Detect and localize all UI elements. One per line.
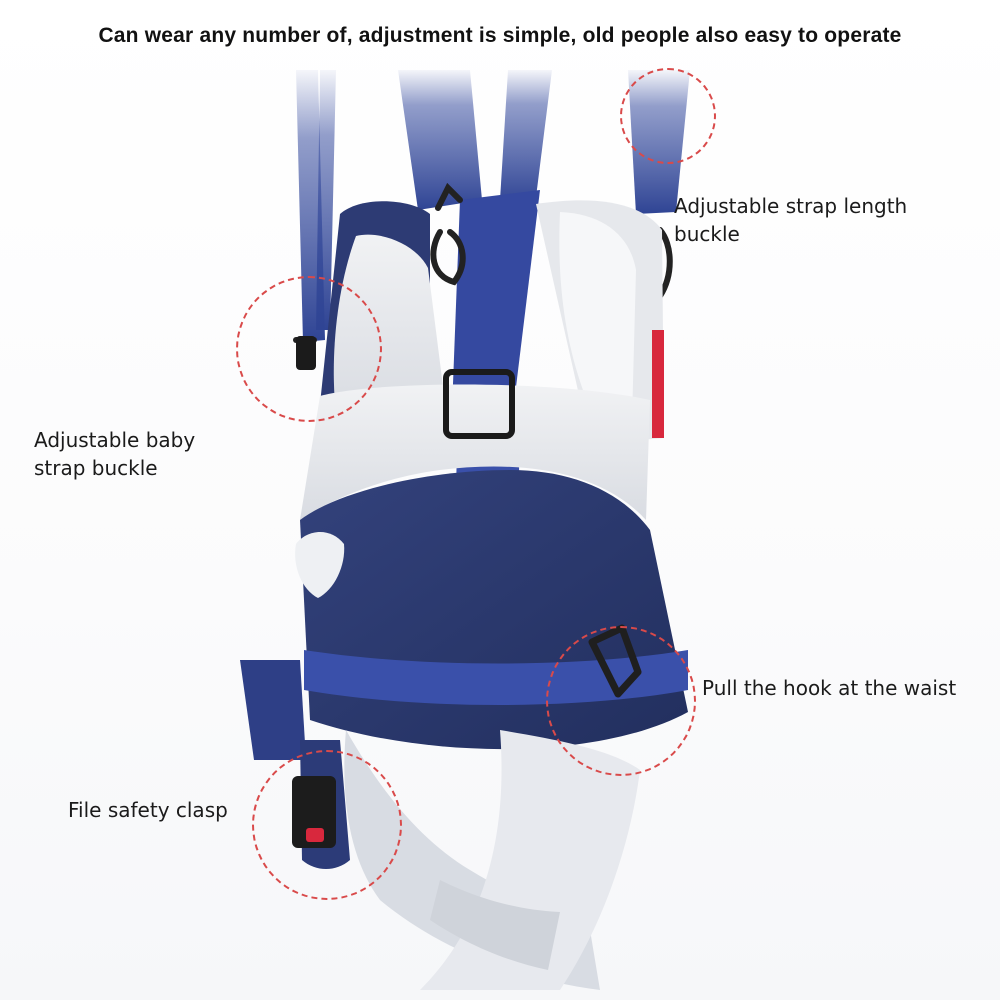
strap-length-callout: Adjustable strap length buckle [674, 194, 908, 246]
baby-strap-callout: Adjustable baby strap buckle [34, 428, 196, 480]
waist-hook-highlight-ring [546, 626, 696, 776]
safety-clasp-callout: File safety clasp [68, 798, 228, 822]
safety-clasp-highlight-ring [252, 750, 402, 900]
strap-length-highlight-ring [620, 68, 716, 164]
headline: Can wear any number of, adjustment is si… [98, 24, 902, 47]
waist-hook-callout: Pull the hook at the waist [702, 676, 957, 700]
baby-strap-highlight-ring [236, 276, 382, 422]
